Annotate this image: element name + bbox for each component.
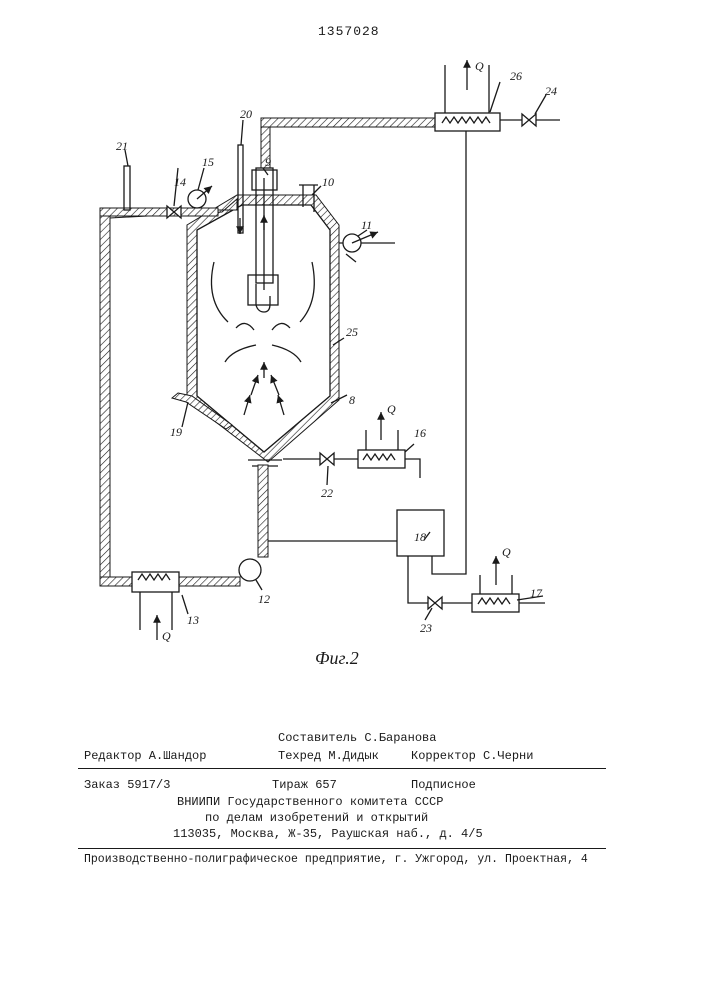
component-number-11: 11: [361, 218, 372, 232]
vessel-insulation: [187, 195, 339, 462]
heat-label-13: Q: [162, 629, 171, 643]
top-pipe-horizontal: [261, 118, 435, 127]
component-number-16: 16: [414, 426, 426, 440]
valve-23: [428, 597, 442, 609]
heat-label-26: Q: [475, 59, 484, 73]
bottom-outlet-pipe: [258, 465, 268, 557]
component-number-20: 20: [240, 107, 252, 121]
left-pipe: [100, 208, 110, 583]
pump-12: [239, 559, 261, 581]
printer-line: Производственно-полиграфическое предприя…: [84, 853, 588, 866]
drain-pipe: [172, 393, 232, 429]
heat-exchanger-16: [358, 450, 405, 468]
valve-22: [320, 453, 334, 465]
tech-editor-line: Техред М.Дидык: [278, 749, 379, 763]
component-number-15: 15: [202, 155, 214, 169]
component-number-10: 10: [322, 175, 334, 189]
component-number-24: 24: [545, 84, 557, 98]
component-number-23: 23: [420, 621, 432, 635]
top-left-pipe: [100, 199, 237, 574]
component-number-13: 13: [187, 613, 199, 627]
heat-exchanger-26: [435, 113, 500, 131]
component-number-25: 25: [346, 325, 358, 339]
component-number-22: 22: [321, 486, 333, 500]
component-number-8: 8: [349, 393, 355, 407]
divider-top: [78, 768, 606, 769]
subscription-line: Подписное: [411, 778, 476, 792]
process-diagram: Q Q Q Q 8 9 10 11 12 13 14 15 16 17 18 1…: [0, 0, 707, 700]
component-number-26: 26: [510, 69, 522, 83]
gauge-pipe: [124, 166, 130, 210]
circulation-line: Тираж 657: [272, 778, 337, 792]
editor-line: Редактор А.Шандор: [84, 749, 206, 763]
top-left-horizontal-pipe: [100, 208, 218, 216]
heat-label-16: Q: [387, 402, 396, 416]
valve-24: [522, 114, 536, 126]
publisher-line-1: ВНИИПИ Государственного комитета СССР: [177, 795, 443, 809]
component-number-17: 17: [530, 586, 543, 600]
publisher-line-2: по делам изобретений и открытий: [205, 811, 428, 825]
order-line: Заказ 5917/3: [84, 778, 170, 792]
component-number-21: 21: [116, 139, 128, 153]
divider-bottom: [78, 848, 606, 849]
heat-label-17: Q: [502, 545, 511, 559]
heat-exchanger-13: [132, 572, 179, 592]
component-number-14: 14: [174, 175, 186, 189]
publisher-address: 113035, Москва, Ж-35, Раушская наб., д. …: [173, 827, 483, 841]
component-number-9: 9: [265, 155, 271, 169]
component-number-18: 18: [414, 530, 426, 544]
compiler-line: Составитель С.Баранова: [278, 731, 436, 745]
proofreader-line: Корректор С.Черни: [411, 749, 533, 763]
figure-caption: Фиг.2: [315, 648, 359, 669]
component-number-12: 12: [258, 592, 270, 606]
component-number-19: 19: [170, 425, 182, 439]
